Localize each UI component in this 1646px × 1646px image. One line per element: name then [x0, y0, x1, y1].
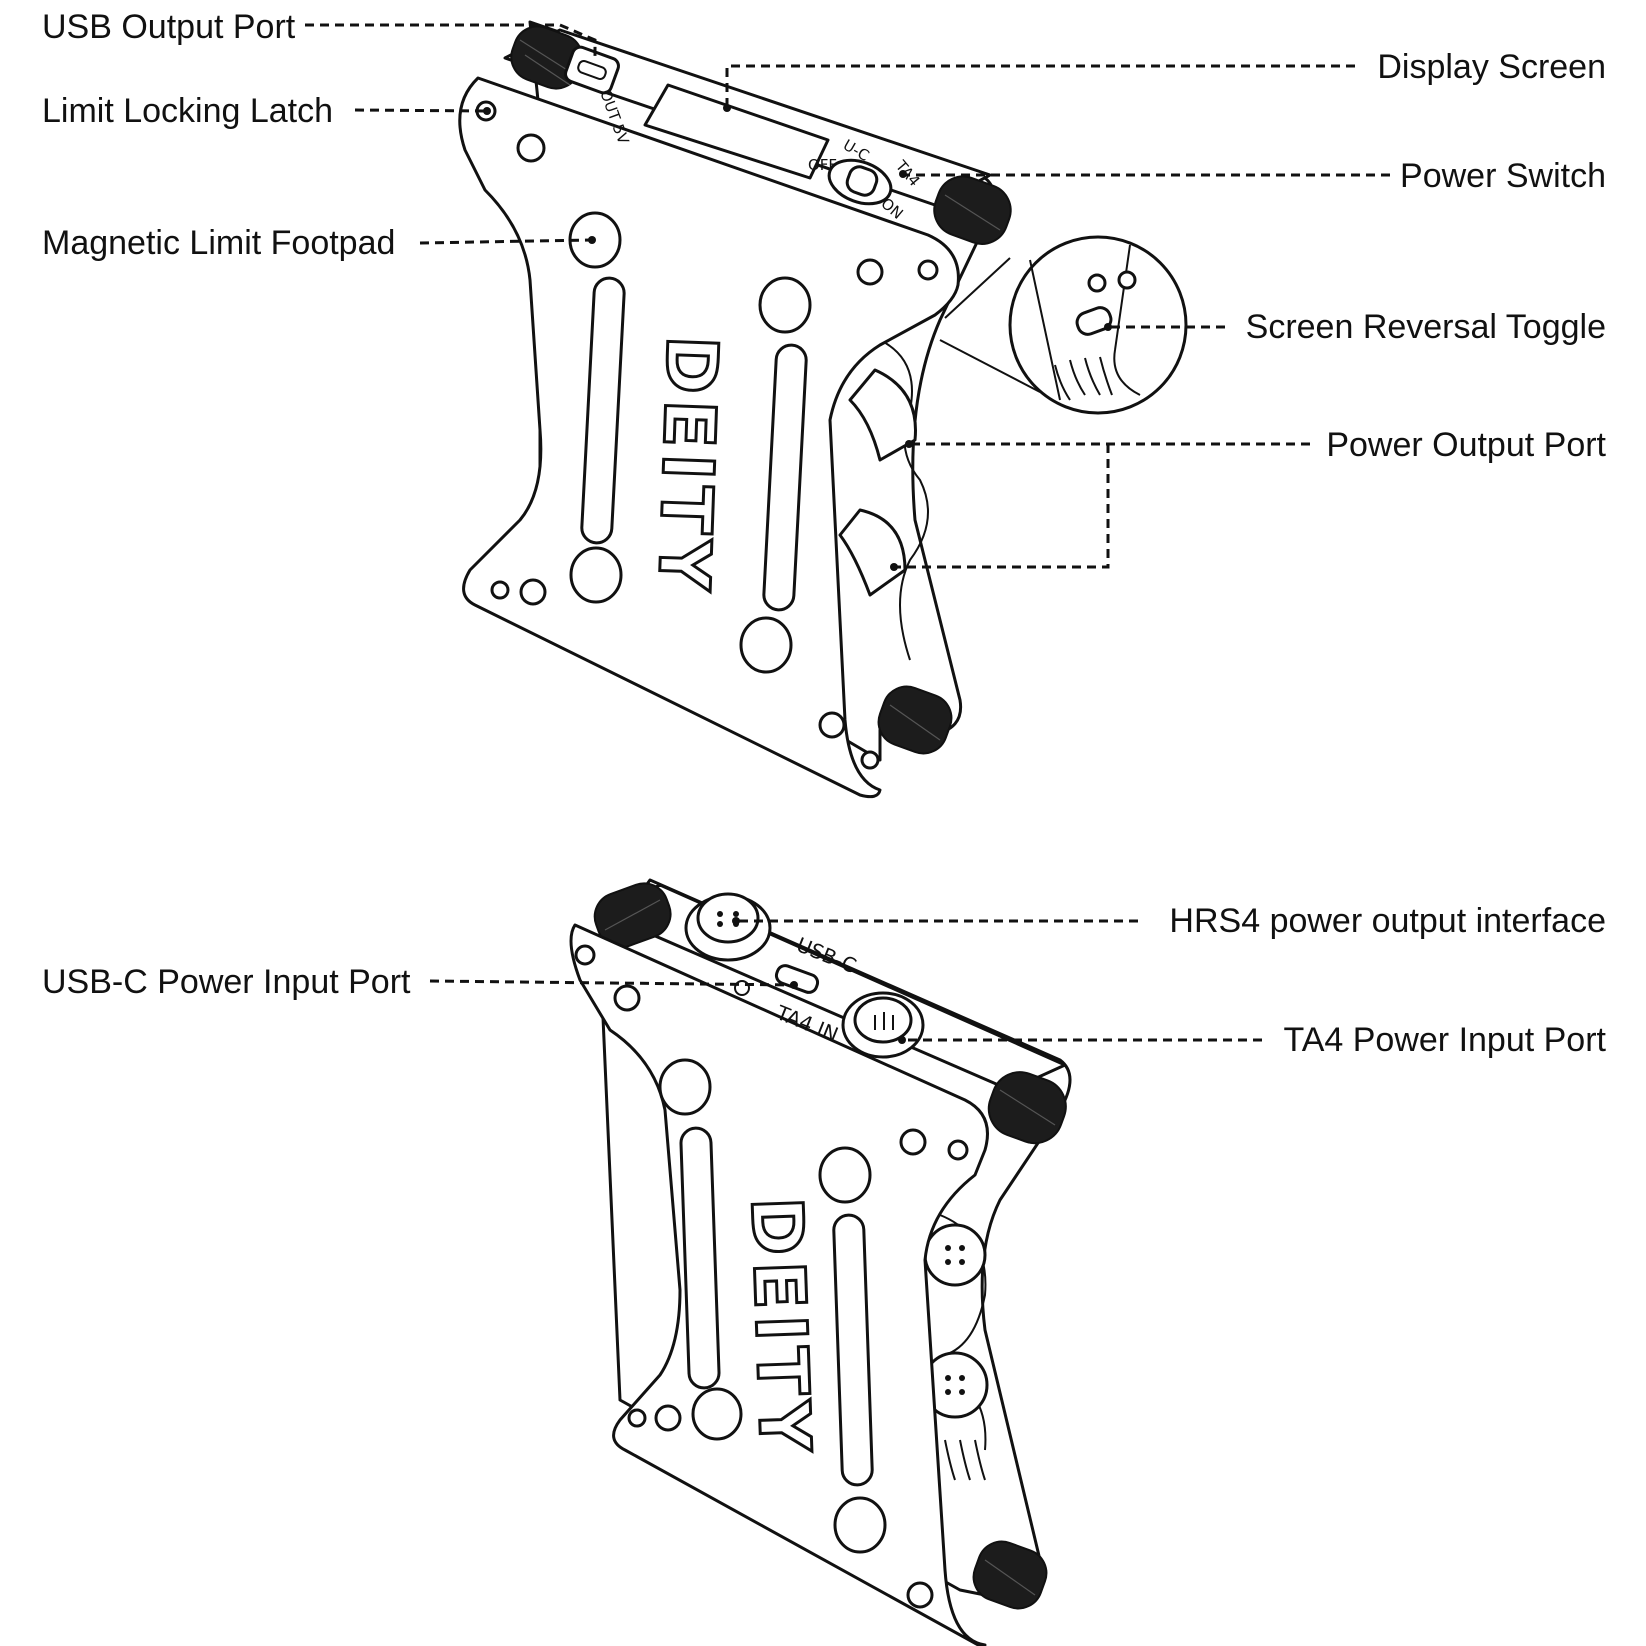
- top-hole-3: [860, 750, 880, 770]
- bottom-side-hrs4-connectors: [921, 1214, 989, 1481]
- top-screw-4: [818, 711, 846, 739]
- top-callouts: USB Output Port Limit Locking Latch Magn…: [42, 8, 1607, 464]
- callout-power-switch: Power Switch: [1400, 157, 1606, 195]
- top-brand-logo: DEITY: [642, 334, 733, 597]
- top-device-illustration: OUT 5V OFF ON U-C TA4: [458, 20, 1188, 799]
- top-leader-lines: [305, 23, 1390, 569]
- top-screw-1: [516, 133, 546, 163]
- top-reversal-toggle-inset: [939, 235, 1188, 415]
- bottom-hole-2: [947, 1139, 969, 1161]
- top-hole-2: [490, 580, 510, 600]
- callout-display-screen: Display Screen: [1377, 48, 1606, 86]
- bottom-screw-4: [906, 1581, 934, 1609]
- bottom-knob-right: [987, 1071, 1067, 1145]
- bottom-footpads: [658, 1058, 887, 1554]
- callout-limit-locking-latch: Limit Locking Latch: [42, 92, 333, 130]
- bottom-leader-lines: [429, 919, 1262, 1042]
- top-display-screen: [643, 83, 830, 180]
- callout-magnetic-limit-footpad: Magnetic Limit Footpad: [42, 224, 395, 262]
- bottom-screw-2: [899, 1128, 927, 1156]
- bottom-knob-top-left: [593, 882, 672, 949]
- callout-usb-output-port: USB Output Port: [42, 8, 296, 46]
- top-switch-off-label: OFF: [808, 156, 837, 174]
- top-power-output-boots: [838, 368, 917, 597]
- top-knob-bottom: [877, 685, 953, 755]
- bottom-ta4-input-port: [841, 991, 925, 1059]
- bottom-knob-bottom: [972, 1540, 1048, 1610]
- callout-screen-reversal-toggle: Screen Reversal Toggle: [1246, 308, 1606, 346]
- bottom-brand-logo: DEITY: [735, 1196, 826, 1459]
- top-side-connectors: [879, 339, 929, 661]
- callout-ta4-power-input-port: TA4 Power Input Port: [1283, 1021, 1606, 1059]
- top-screw-2: [856, 258, 884, 286]
- bottom-callouts: HRS4 power output interface USB-C Power …: [42, 902, 1607, 1059]
- top-screw-3: [519, 578, 547, 606]
- callout-hrs4-power-output-interface: HRS4 power output interface: [1169, 902, 1606, 940]
- bottom-hrs4-output-interface: [684, 892, 772, 996]
- bottom-hole-1: [574, 944, 596, 966]
- bottom-slot-left: [679, 1126, 721, 1390]
- callout-usbc-power-input-port: USB-C Power Input Port: [42, 963, 411, 1001]
- bottom-screw-1: [613, 984, 641, 1012]
- bottom-screw-3: [654, 1404, 682, 1432]
- bottom-device-illustration: USB-C TA4 IN DEITY: [569, 878, 1072, 1646]
- top-usb-output-port: [564, 45, 620, 95]
- top-knob-right: [933, 175, 1012, 245]
- top-usb-port-socket: [577, 59, 607, 81]
- top-slot-right: [762, 343, 808, 612]
- top-hole-1: [917, 259, 939, 281]
- top-slot-left: [580, 276, 626, 545]
- bottom-hole-3: [627, 1408, 647, 1428]
- bottom-slot-right: [832, 1213, 874, 1487]
- callout-power-output-port: Power Output Port: [1326, 426, 1606, 464]
